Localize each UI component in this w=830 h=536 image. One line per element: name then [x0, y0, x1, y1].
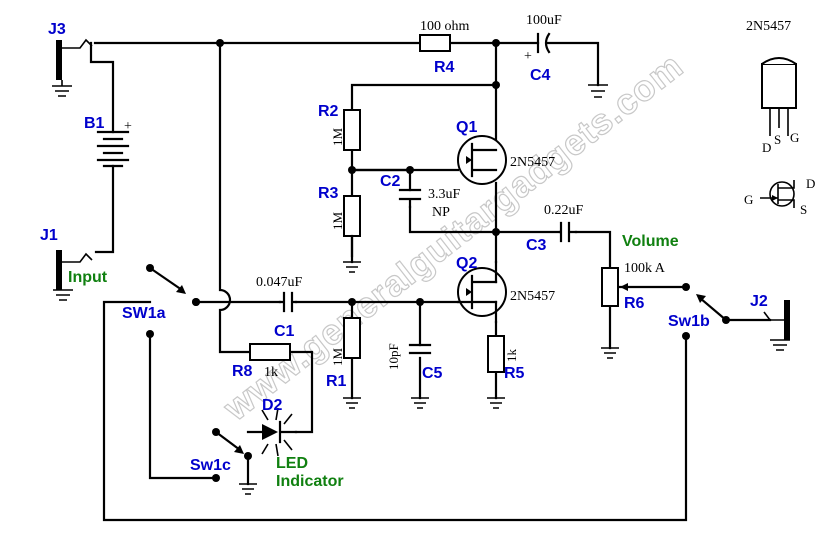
value-r1: 1M — [330, 348, 345, 367]
label-q2: Q2 — [456, 255, 477, 272]
label-q1: Q1 — [456, 119, 477, 136]
value-c4: 100uF — [526, 13, 562, 28]
led-d2 — [246, 407, 298, 457]
label-sw1a: SW1a — [122, 305, 166, 322]
switch-sw1b — [682, 283, 730, 340]
label-r4: R4 — [434, 59, 455, 76]
pinout-g: G — [790, 130, 799, 145]
label-volume: Volume — [622, 233, 679, 250]
value-q2: 2N5457 — [510, 289, 555, 304]
label-sw1b: Sw1b — [668, 313, 710, 330]
switch-sw1c — [212, 428, 252, 482]
label-j1: J1 — [40, 227, 58, 244]
capacitor-c3 — [558, 221, 578, 243]
label-c1: C1 — [274, 323, 295, 340]
value-c2-b: NP — [432, 205, 450, 220]
label-d2: D2 — [262, 397, 283, 414]
capacitor-c2 — [398, 188, 422, 209]
label-input: Input — [68, 269, 108, 286]
label-c5: C5 — [422, 365, 443, 382]
potentiometer-r6 — [601, 267, 632, 307]
resistor-r3 — [343, 195, 361, 237]
jack-j3 — [56, 38, 93, 80]
pinout-title: 2N5457 — [746, 19, 791, 34]
value-c1: 0.047uF — [256, 275, 303, 290]
resistor-r1 — [343, 317, 361, 359]
label-r1: R1 — [326, 373, 347, 390]
value-r8: 1k — [264, 365, 278, 380]
symbol-s: S — [800, 202, 807, 217]
junctions — [192, 39, 500, 306]
pinout-s: S — [774, 132, 781, 147]
capacitor-c5 — [408, 343, 432, 355]
switch-sw1a — [146, 264, 200, 338]
value-q1: 2N5457 — [510, 155, 555, 170]
label-led: LED — [276, 455, 308, 472]
label-j3: J3 — [48, 21, 66, 38]
polarity-c4: + — [524, 49, 532, 64]
value-r6: 100k A — [624, 261, 666, 276]
label-b1: B1 — [84, 115, 105, 132]
resistor-r5 — [487, 335, 505, 373]
jack-j2 — [763, 300, 790, 340]
label-c3: C3 — [526, 237, 547, 254]
reference-labels: J3 B1 J1 SW1a R4 C4 R2 Q1 R3 C2 C3 Q2 C1… — [40, 21, 768, 474]
value-c2-a: 3.3uF — [428, 187, 461, 202]
ground-symbols — [52, 80, 790, 495]
label-c2: C2 — [380, 173, 401, 190]
label-r8: R8 — [232, 363, 253, 380]
label-j2: J2 — [750, 293, 768, 310]
value-c3: 0.22uF — [544, 203, 584, 218]
transistor-q1 — [457, 135, 507, 185]
label-r5: R5 — [504, 365, 525, 382]
resistor-r2 — [343, 109, 361, 151]
wires — [89, 41, 772, 522]
value-r2: 1M — [330, 128, 345, 147]
pinout-diagram — [760, 57, 797, 208]
label-r6: R6 — [624, 295, 645, 312]
transistor-q2 — [456, 267, 507, 317]
value-c5: 10pF — [386, 343, 401, 370]
capacitor-c1 — [278, 291, 298, 313]
jack-j1 — [56, 250, 93, 290]
label-r3: R3 — [318, 185, 339, 202]
label-r2: R2 — [318, 103, 339, 120]
resistor-r8 — [249, 343, 291, 361]
label-sw1c: Sw1c — [190, 457, 231, 474]
label-indicator: Indicator — [276, 473, 344, 490]
label-c4: C4 — [530, 67, 551, 84]
value-r5: 1k — [504, 349, 519, 363]
symbol-d: D — [806, 176, 815, 191]
symbol-g: G — [744, 192, 753, 207]
resistor-r4 — [419, 34, 451, 52]
pinout-d: D — [762, 140, 771, 155]
capacitor-c4 — [536, 32, 551, 54]
value-r4: 100 ohm — [420, 19, 470, 34]
polarity-b1: + — [124, 119, 132, 134]
value-r3: 1M — [330, 212, 345, 231]
battery-b1 — [96, 130, 130, 168]
value-labels: 100 ohm 100uF 1M 1M 3.3uF NP 2N5457 0.22… — [256, 13, 666, 380]
watermark: www.generalguitargadgets.com — [215, 45, 691, 429]
